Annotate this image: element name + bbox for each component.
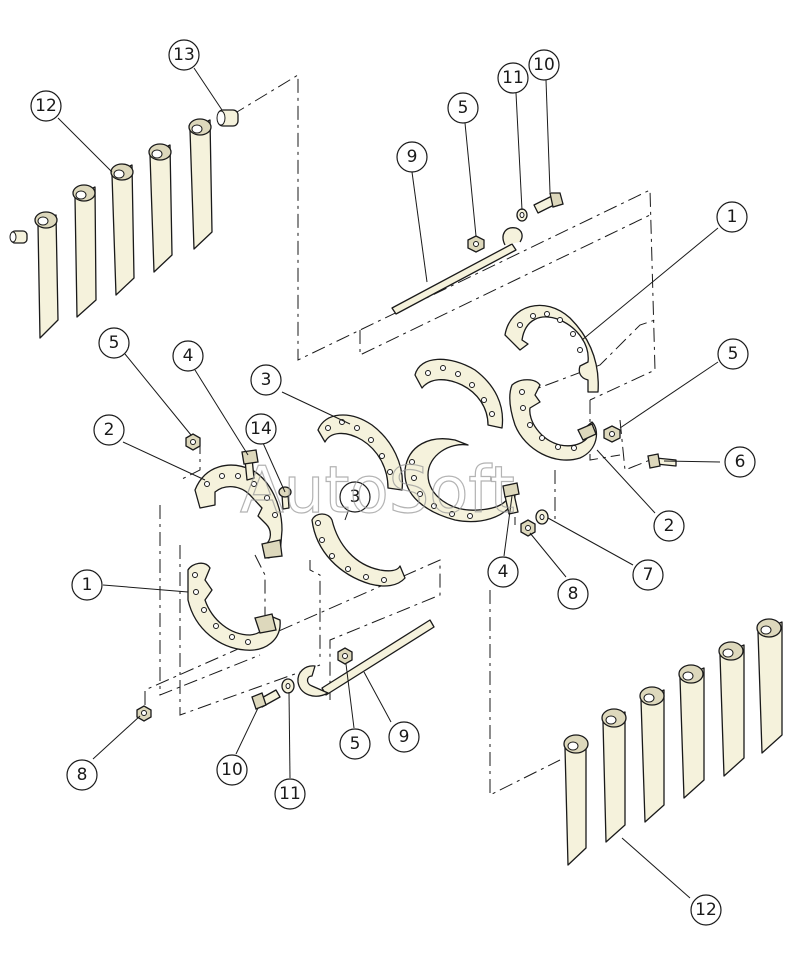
callout-5-lower: 5 <box>339 728 371 760</box>
bushing-small <box>9 230 28 244</box>
svg-text:7: 7 <box>643 565 654 585</box>
rod-assembly-lower <box>136 619 435 722</box>
callout-12-lower: 12 <box>690 894 722 926</box>
nut-5-right <box>603 425 621 443</box>
nut-8-left <box>136 705 152 722</box>
svg-text:5: 5 <box>109 333 120 353</box>
plate-2-right <box>509 379 598 461</box>
svg-text:1: 1 <box>82 575 93 595</box>
svg-text:10: 10 <box>221 760 243 780</box>
callout-12-upper: 12 <box>30 90 62 122</box>
washer-11-upper <box>516 208 528 222</box>
svg-text:9: 9 <box>399 727 410 747</box>
arm-set-lower <box>563 618 783 866</box>
segment-3-lower-left <box>311 513 406 587</box>
nut-5-left <box>185 433 201 451</box>
watermark-text: AutoSoft <box>240 454 515 528</box>
arm-5 <box>188 118 213 250</box>
svg-text:6: 6 <box>735 452 746 472</box>
plate-1-left <box>187 562 281 651</box>
svg-text:10: 10 <box>533 55 555 75</box>
svg-text:9: 9 <box>407 147 418 167</box>
bolt-4-left <box>241 449 259 481</box>
svg-text:3: 3 <box>350 487 361 507</box>
bolt-10-lower <box>251 689 281 710</box>
arm-l1 <box>563 734 589 866</box>
callout-3-mid: 3 <box>339 481 371 513</box>
rod-assembly-upper <box>391 192 564 315</box>
callout-7: 7 <box>632 559 664 591</box>
callout-balloons: 13 12 11 10 5 9 1 5 4 3 5 2 14 6 3 2 1 4… <box>30 39 756 926</box>
bolt-6 <box>647 453 677 469</box>
svg-text:11: 11 <box>502 68 524 88</box>
svg-text:12: 12 <box>35 96 57 116</box>
nut-5-upper <box>467 235 485 253</box>
callout-10-upper: 10 <box>528 49 560 81</box>
callout-4-right: 4 <box>487 556 519 588</box>
washer-7 <box>535 509 549 525</box>
assembly-lines <box>144 74 656 796</box>
callout-8-left: 8 <box>66 759 98 791</box>
segment-3-upper-left <box>317 414 404 491</box>
callout-5-left: 5 <box>98 327 130 359</box>
nut-8-right <box>520 519 536 537</box>
svg-text:5: 5 <box>458 98 469 118</box>
callout-9-upper: 9 <box>396 141 428 173</box>
callout-2-left: 2 <box>93 414 125 446</box>
callout-5-upper: 5 <box>447 92 479 124</box>
arm-l5 <box>718 641 745 777</box>
callout-2-right: 2 <box>653 510 685 542</box>
callout-14: 14 <box>245 413 277 445</box>
callout-10-lower: 10 <box>216 754 248 786</box>
callout-4-left: 4 <box>172 340 204 372</box>
arm-l3 <box>639 686 665 823</box>
plate-1-right <box>504 304 599 393</box>
svg-text:4: 4 <box>183 346 194 366</box>
svg-text:2: 2 <box>104 420 115 440</box>
arm-l4 <box>678 664 705 799</box>
arm-l6 <box>756 618 783 754</box>
callout-13: 13 <box>168 39 200 71</box>
plate-2-left <box>194 464 283 559</box>
callout-8-right: 8 <box>557 578 589 610</box>
arm-3 <box>110 163 135 296</box>
svg-text:4: 4 <box>498 562 509 582</box>
bushing-13 <box>216 109 239 127</box>
bolt-14 <box>278 486 292 510</box>
brake-assembly-left <box>185 414 406 651</box>
svg-text:3: 3 <box>261 370 272 390</box>
svg-text:5: 5 <box>728 344 739 364</box>
nut-5-lower <box>337 647 353 665</box>
segment-3-right <box>414 358 504 429</box>
svg-text:1: 1 <box>727 207 738 227</box>
callout-3-upper-left: 3 <box>250 364 282 396</box>
washer-11-lower <box>281 678 295 694</box>
bolt-10-upper <box>533 192 564 214</box>
arm-2 <box>72 184 97 318</box>
arm-set-upper <box>9 109 239 339</box>
callout-11-lower: 11 <box>274 778 306 810</box>
svg-text:8: 8 <box>568 584 579 604</box>
bolt-4-right <box>502 482 520 515</box>
svg-text:12: 12 <box>695 900 717 920</box>
svg-text:2: 2 <box>664 516 675 536</box>
callout-9-lower: 9 <box>388 721 420 753</box>
callout-1-right: 1 <box>716 201 748 233</box>
callout-11-upper: 11 <box>497 62 529 94</box>
svg-text:14: 14 <box>250 419 272 439</box>
arm-1 <box>34 211 59 339</box>
callout-1-left: 1 <box>71 569 103 601</box>
svg-text:13: 13 <box>173 45 195 65</box>
svg-text:11: 11 <box>279 784 301 804</box>
svg-text:8: 8 <box>77 765 88 785</box>
callout-5-right: 5 <box>717 338 749 370</box>
brake-assembly-right <box>404 304 677 537</box>
arm-4 <box>148 143 173 273</box>
segment-3-mid <box>404 438 516 523</box>
svg-text:5: 5 <box>350 734 361 754</box>
callout-6: 6 <box>724 446 756 478</box>
arm-l2 <box>601 708 627 843</box>
